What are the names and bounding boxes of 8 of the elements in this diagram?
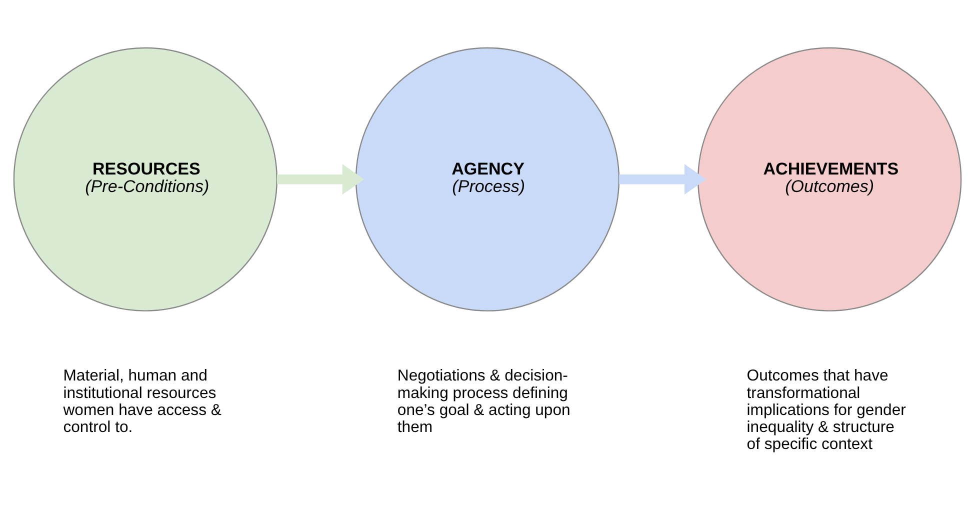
node-circle: ACHIEVEMENTS (Outcomes) <box>698 46 962 311</box>
arrow <box>619 164 706 194</box>
node-label: Outcomes that have transformational implications for gender inequality & structure of specific context <box>746 367 906 452</box>
node-circle: AGENCY (Process) <box>355 46 620 311</box>
node-label: Negotiations & decision-making process defining one’s goal & acting upon them <box>397 367 570 436</box>
node-circle: RESOURCES (Pre-Conditions) <box>13 46 278 311</box>
node-label: Material, human and institutional resources women have access & control to. <box>63 367 222 436</box>
arrow <box>276 164 364 194</box>
